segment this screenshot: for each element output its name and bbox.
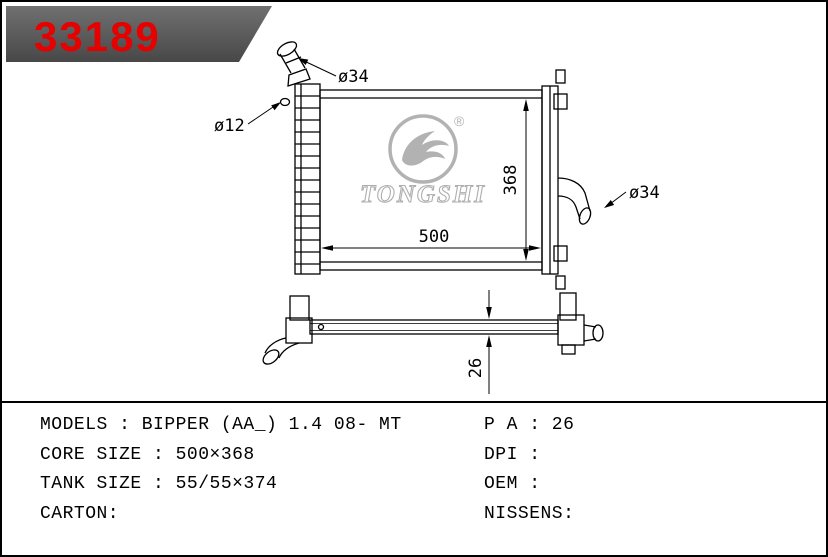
spec-carton: CARTON: <box>40 503 120 524</box>
dim-drain: ø12 <box>214 102 281 136</box>
dimensions: 500 368 26 ø34 <box>214 58 660 394</box>
registered-mark: ® <box>454 113 465 129</box>
outlet-pipe <box>557 177 592 225</box>
section-divider <box>2 401 826 403</box>
spec-dpi: DPI : <box>484 444 541 465</box>
spec-column-left: MODELS : BIPPER (AA_) 1.4 08- MT CORE SI… <box>2 403 484 555</box>
spec-section: MODELS : BIPPER (AA_) 1.4 08- MT CORE SI… <box>2 403 826 555</box>
spec-pa: P A : 26 <box>484 415 575 435</box>
dim-core-thickness: 26 <box>466 290 492 394</box>
dim-inlet: ø34 <box>298 58 369 87</box>
spec-tank-size: TANK SIZE : 55/55×374 <box>40 474 278 494</box>
brand-text: TONGSHI <box>360 181 486 208</box>
part-number-banner: 33189 <box>6 6 272 62</box>
radiator-front-view <box>276 41 592 290</box>
logo-ring-icon <box>388 114 458 184</box>
side-view-left-fitting <box>262 295 313 365</box>
radiator-side-view <box>262 292 604 365</box>
dim-outlet-label: ø34 <box>629 183 660 203</box>
spec-core-size: CORE SIZE : 500×368 <box>40 444 255 465</box>
radiator-diagram: 33189 ® TONGSHI <box>6 6 660 394</box>
right-tank <box>541 69 568 290</box>
dim-core-height: 368 <box>501 99 529 261</box>
dim-inlet-label: ø34 <box>338 67 369 87</box>
dim-drain-label: ø12 <box>214 116 245 136</box>
dim-outlet: ø34 <box>604 183 660 208</box>
spec-oem: OEM : <box>484 474 541 494</box>
spec-models: MODELS : BIPPER (AA_) 1.4 08- MT <box>40 415 402 435</box>
watermark-logo: ® TONGSHI <box>359 113 486 209</box>
part-number: 33189 <box>34 13 161 60</box>
logo-swoosh-icon <box>402 131 449 166</box>
drain-stub <box>279 97 291 107</box>
banner-shape <box>6 6 272 62</box>
dim-core-width-label: 500 <box>419 227 450 247</box>
left-tank <box>294 83 321 275</box>
spec-nissens: NISSENS: <box>484 503 575 524</box>
side-view-right-fitting <box>557 292 604 355</box>
spec-column-right: P A : 26 DPI : OEM : NISSENS: <box>484 403 826 555</box>
dim-core-height-label: 368 <box>501 165 521 196</box>
dim-core-thickness-label: 26 <box>466 358 486 378</box>
dim-core-width: 500 <box>321 227 541 251</box>
